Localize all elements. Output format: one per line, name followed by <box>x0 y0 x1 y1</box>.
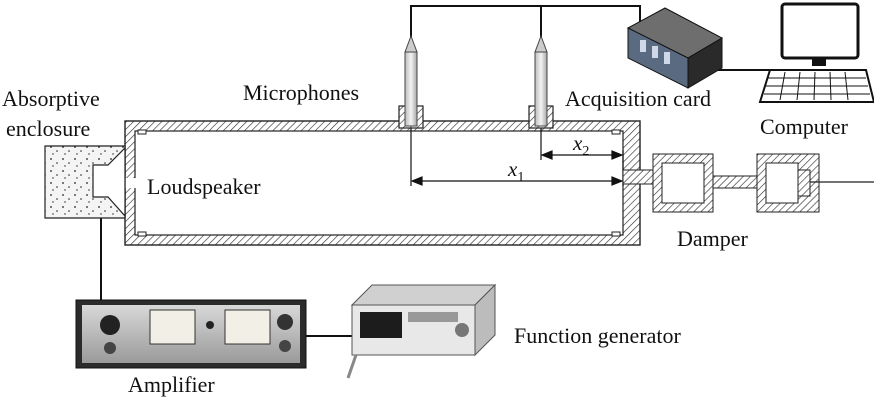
absorptive-enclosure-label-1: Absorptive <box>2 86 100 111</box>
microphone-2 <box>528 34 554 129</box>
damper <box>622 153 874 213</box>
loudspeaker-label: Loudspeaker <box>147 174 261 199</box>
x2-label: x2 <box>572 131 589 159</box>
absorptive-enclosure-label-2: enclosure <box>6 116 90 141</box>
microphone-1 <box>398 34 424 129</box>
computer-label: Computer <box>760 114 849 139</box>
amplifier <box>75 299 307 369</box>
computer <box>758 2 874 103</box>
acquisition-card <box>626 7 724 89</box>
impedance-tube <box>124 120 641 246</box>
function-generator-label: Function generator <box>514 323 681 348</box>
microphones-label: Microphones <box>243 80 359 105</box>
mic1-wire <box>410 5 641 38</box>
dimension-lines <box>410 128 624 186</box>
acquisition-card-label: Acquisition card <box>565 86 711 111</box>
amplifier-label: Amplifier <box>128 372 215 397</box>
x1-label: x1 <box>507 157 524 185</box>
labels: Absorptive enclosure Microphones Acquisi… <box>2 80 849 397</box>
absorptive-enclosure <box>44 145 126 219</box>
function-generator <box>346 283 497 379</box>
damper-label: Damper <box>677 226 749 251</box>
